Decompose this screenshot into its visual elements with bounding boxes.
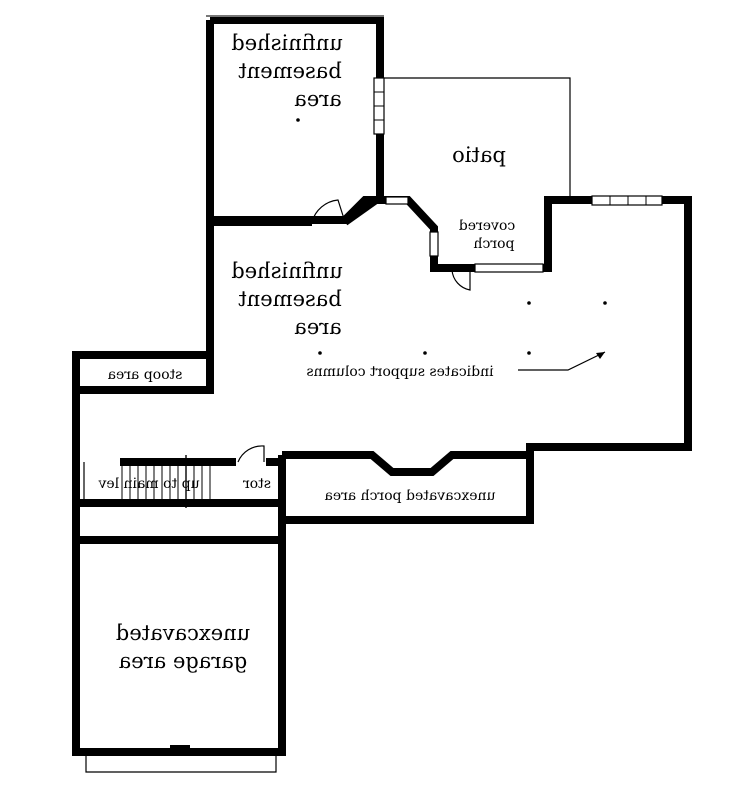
support-columns: [296, 118, 607, 371]
stair: [83, 455, 211, 508]
exterior-walls: [72, 15, 692, 756]
label-stoop-area: stoop area: [108, 367, 183, 383]
label-basement-top-2: basement: [238, 59, 342, 83]
label-support-columns: indicates support columns: [306, 364, 493, 380]
windows: [170, 77, 663, 755]
label-covered-porch-1: covered: [459, 218, 515, 234]
label-patio: patio: [452, 143, 506, 167]
label-basement-main-1: unfinished: [231, 259, 342, 283]
patio-outline: [85, 77, 571, 773]
label-stairs: up to main lev: [98, 476, 199, 492]
label-garage-1: unexcavated: [116, 621, 250, 645]
doors: [237, 199, 471, 463]
label-basement-main-3: area: [294, 315, 342, 339]
label-basement-top-1: unfinished: [231, 31, 342, 55]
label-unexcavated-porch: unexcavated porch area: [324, 488, 495, 504]
label-basement-top-3: area: [294, 87, 342, 111]
room-labels: unfinished basement area patio covered p…: [98, 31, 515, 673]
label-basement-main-2: basement: [238, 287, 342, 311]
label-storage: stor: [243, 476, 271, 492]
label-garage-2: garage area: [119, 649, 248, 673]
label-covered-porch-2: porch: [474, 236, 515, 252]
